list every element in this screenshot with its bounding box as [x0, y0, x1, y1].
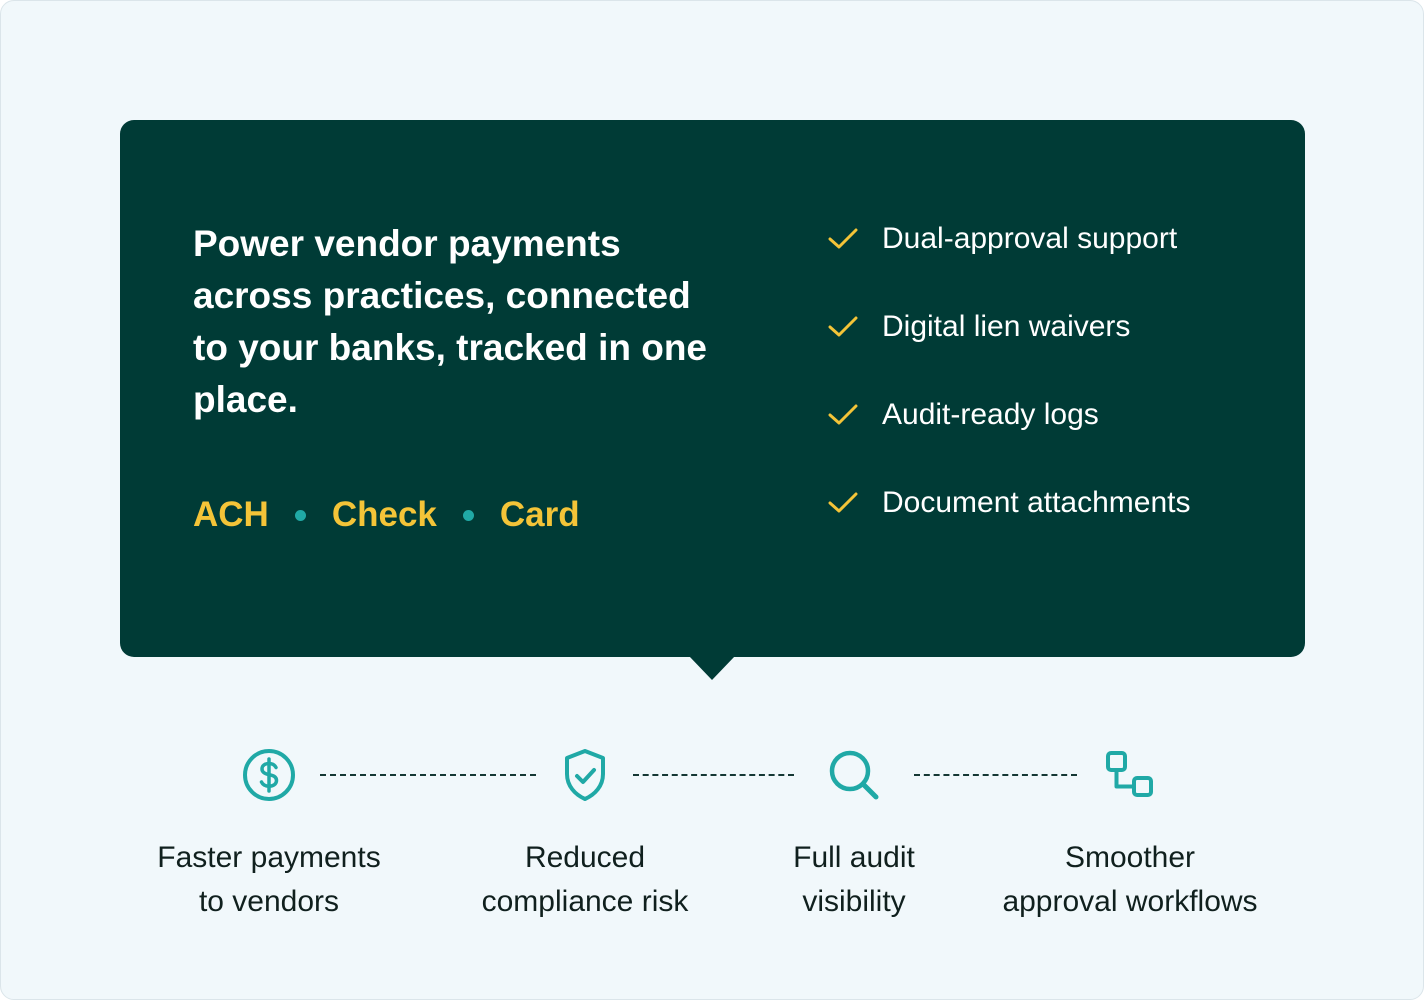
connector-line [320, 774, 536, 776]
benefit-label-line: approval workflows [1002, 885, 1258, 918]
benefit-label: Full audit visibility [724, 836, 984, 924]
payment-method-card: Card [499, 495, 580, 534]
feature-label: Dual-approval support [882, 222, 1178, 255]
checkmark-icon [828, 492, 858, 513]
connector-line [633, 774, 794, 776]
benefit-label-line: to vendors [198, 885, 340, 918]
separator-dot [294, 509, 306, 521]
payment-method-check: Check [331, 495, 437, 534]
hero-pointer [689, 656, 735, 680]
payment-methods: ACH Check Card [193, 494, 580, 536]
hero-panel: Power vendor payments across practices, … [120, 120, 1305, 657]
feature-item: Digital lien waivers [828, 304, 1190, 350]
feature-item: Document attachments [828, 480, 1190, 526]
feature-label: Digital lien waivers [882, 310, 1131, 343]
checkmark-icon [828, 228, 858, 249]
checkmark-icon [828, 404, 858, 425]
benefit-label: Reduced compliance risk [435, 836, 735, 924]
benefit-label: Smoother approval workflows [970, 836, 1290, 924]
feature-list: Dual-approval support Digital lien waive… [828, 216, 1190, 568]
benefit-label-line: compliance risk [481, 885, 689, 918]
payment-method-ach: ACH [193, 495, 269, 534]
feature-label: Audit-ready logs [882, 398, 1099, 431]
feature-label: Document attachments [882, 486, 1191, 519]
magnifier-icon [829, 750, 879, 800]
separator-dot [462, 509, 474, 521]
benefit-label-line: Reduced [524, 841, 646, 874]
benefit-label: Faster payments to vendors [119, 836, 419, 924]
feature-item: Audit-ready logs [828, 392, 1190, 438]
benefit-label-line: Full audit [793, 841, 915, 874]
dollar-icon [243, 749, 295, 801]
shield-check-icon [565, 749, 605, 801]
feature-item: Dual-approval support [828, 216, 1190, 262]
benefit-label-line: Smoother [1064, 841, 1196, 874]
workflow-icon [1106, 751, 1153, 797]
benefit-label-line: Faster payments [157, 841, 381, 874]
benefit-label-line: visibility [802, 885, 906, 918]
hero-headline: Power vendor payments across practices, … [193, 223, 708, 420]
connector-line [914, 774, 1077, 776]
checkmark-icon [828, 316, 858, 337]
